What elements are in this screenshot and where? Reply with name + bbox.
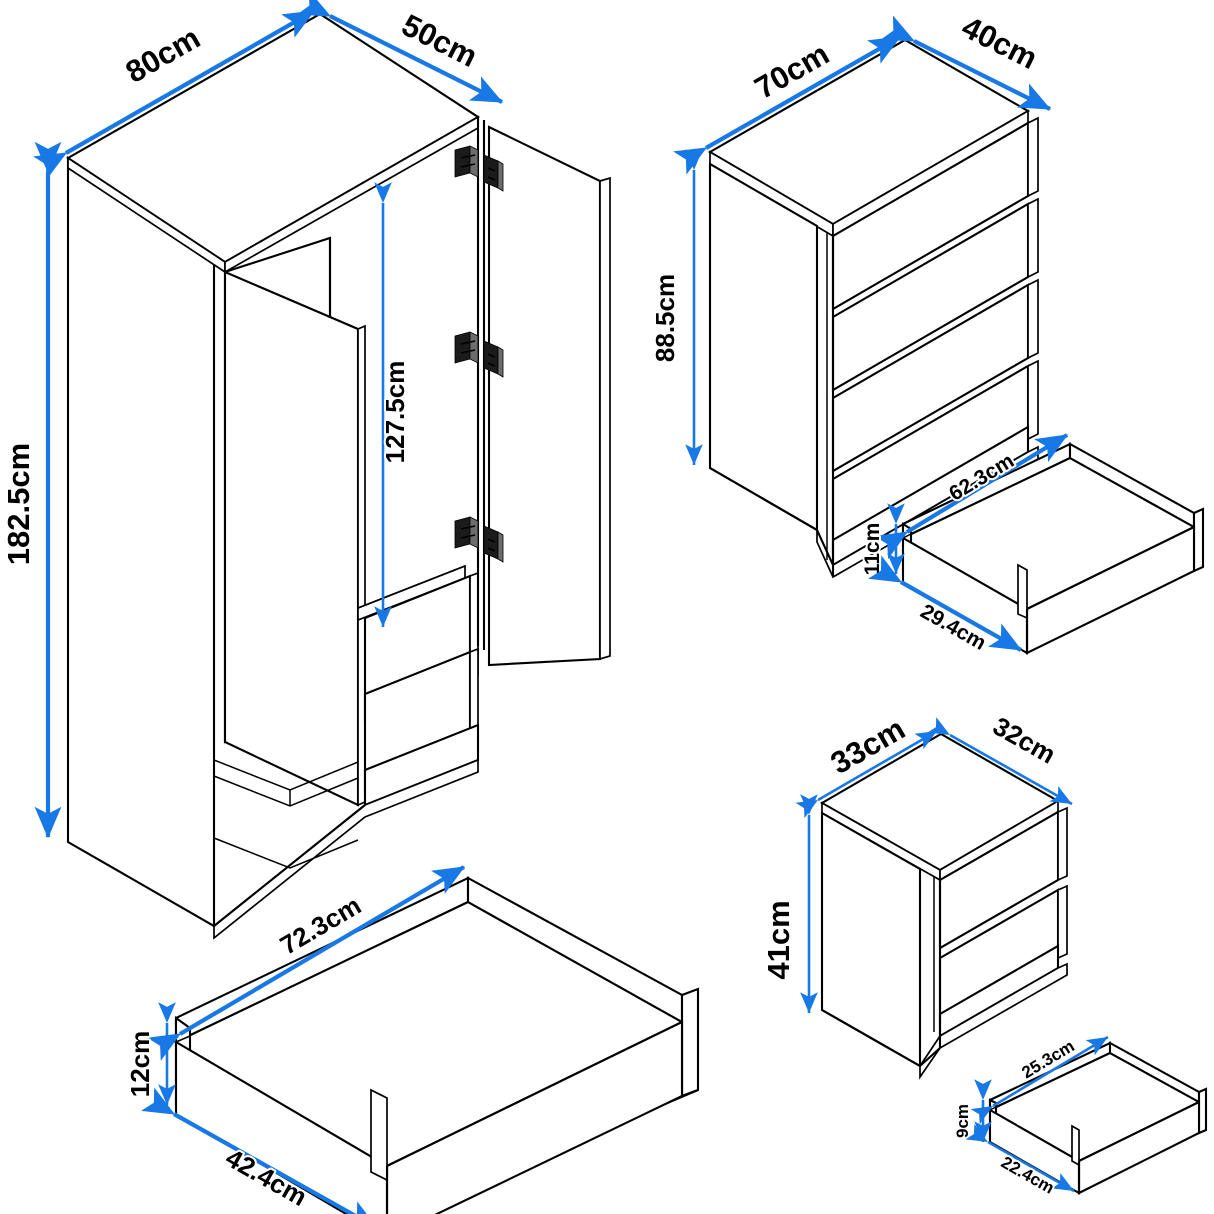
- bedside-drawer-dim-height: 9cm: [951, 1079, 992, 1142]
- bedside-drawer-height-label: 9cm: [953, 1104, 972, 1138]
- bedside-height-label: 41cm: [761, 900, 796, 979]
- bedside-assembly[interactable]: 33cm 32cm 41cm: [759, 709, 1073, 1080]
- bedside-dim-height: 41cm: [759, 794, 818, 1013]
- wardrobe-hinge-bottom: [454, 516, 504, 563]
- chest-assembly[interactable]: 70cm 40cm 88.5cm: [648, 7, 1052, 579]
- wardrobe-drawer-dim-height: 12cm: [123, 1002, 176, 1105]
- wardrobe-door-stile: [476, 117, 486, 650]
- wardrobe-hinge-middle: [454, 331, 504, 378]
- wardrobe-height-label: 182.5cm: [1, 443, 36, 565]
- chest-depth-label: 40cm: [956, 9, 1043, 76]
- wardrobe-interior-height-label: 127.5cm: [380, 361, 410, 464]
- wardrobe-centre-divider: [223, 270, 366, 807]
- wardrobe-depth-label: 50cm: [396, 7, 483, 74]
- bedside-drawer-box[interactable]: 25.3cm 9cm 22.4cm: [951, 1034, 1208, 1200]
- wardrobe-left-side-panel: [66, 156, 216, 928]
- chest-height-label: 88.5cm: [650, 274, 680, 362]
- bedside-depth-label: 32cm: [988, 711, 1061, 770]
- wardrobe-dim-height: 182.5cm: [0, 141, 62, 839]
- wardrobe-drawer-box[interactable]: 72.3cm 12cm 42.4cm: [123, 865, 700, 1214]
- wardrobe-door-panel[interactable]: [487, 125, 611, 667]
- wardrobe-drawer-height-label: 12cm: [125, 1031, 155, 1098]
- wardrobe-assembly[interactable]: 80cm 50cm 182.5cm 127.5cm: [0, 0, 611, 940]
- wardrobe-hinge-top: [454, 145, 504, 192]
- wardrobe-dim-interior-height: 127.5cm: [374, 182, 412, 627]
- chest-drawer-height-label: 11cm: [861, 523, 884, 576]
- chest-dim-height: 88.5cm: [648, 149, 703, 465]
